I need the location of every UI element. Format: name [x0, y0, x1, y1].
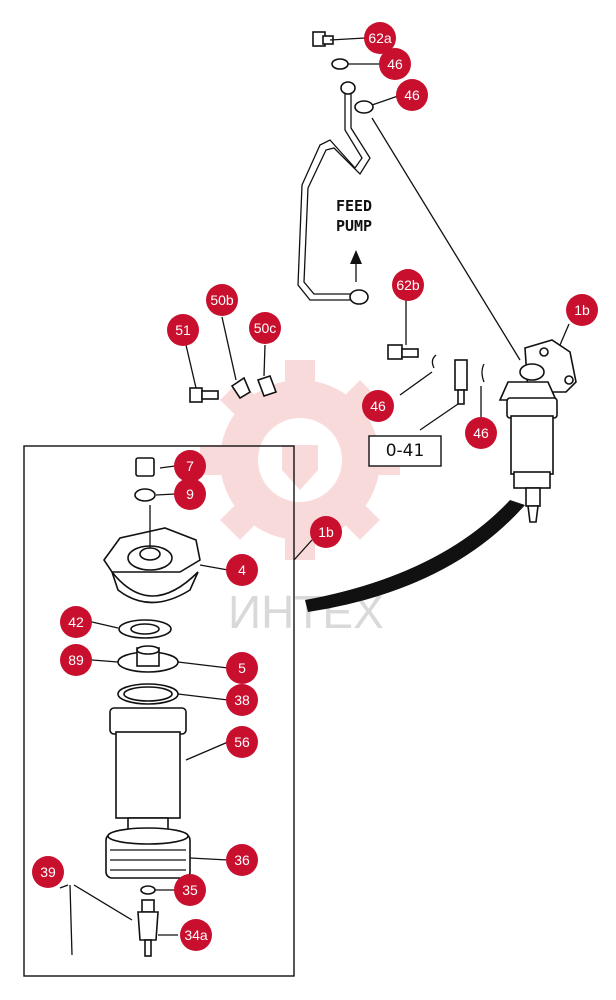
svg-text:5: 5 [238, 660, 246, 676]
bolt-51 [185, 344, 219, 403]
bowl-56 [109, 707, 187, 833]
washer-46-top [331, 58, 349, 70]
bolt-62b [387, 300, 419, 360]
feed-pump-label-line1: FEED [336, 197, 372, 215]
fuel-feed-pipe [297, 81, 371, 305]
reference-box-label: 0-41 [386, 441, 425, 461]
callout-89: 89 [60, 644, 92, 676]
feed-pump-arrow-icon [350, 250, 362, 282]
plug-7 [135, 457, 155, 477]
clamp-50b [221, 316, 252, 400]
callout-4: 4 [226, 554, 258, 586]
svg-text:50b: 50b [210, 292, 234, 308]
svg-text:42: 42 [68, 614, 84, 630]
callout-46-a: 46 [379, 48, 411, 80]
callout-leaders [59, 37, 570, 936]
callout-50c: 50c [249, 312, 281, 344]
svg-text:34a: 34a [184, 927, 208, 943]
svg-text:51: 51 [175, 322, 191, 338]
leader-line [371, 117, 521, 361]
reference-box [368, 435, 442, 467]
washer-46-mid [354, 100, 374, 114]
svg-text:7: 7 [186, 458, 194, 474]
svg-text:46: 46 [387, 56, 403, 72]
element-89 [117, 645, 179, 673]
svg-text:89: 89 [68, 652, 84, 668]
callout-50b: 50b [206, 284, 238, 316]
callout-1b-bottom: 1b [310, 516, 342, 548]
callout-62a: 62a [364, 22, 396, 54]
clamp-50c [256, 344, 278, 398]
callout-7: 7 [174, 450, 206, 482]
callout-36: 36 [226, 844, 258, 876]
clip-46-left [431, 354, 437, 369]
svg-text:39: 39 [40, 864, 56, 880]
svg-text:56: 56 [234, 734, 250, 750]
svg-text:9: 9 [186, 486, 194, 502]
seal-38 [117, 683, 179, 705]
callout-51: 51 [167, 314, 199, 346]
callout-9: 9 [174, 478, 206, 510]
callout-42: 42 [60, 606, 92, 638]
svg-text:46: 46 [404, 87, 420, 103]
svg-text:36: 36 [234, 852, 250, 868]
pipe-39 [69, 884, 133, 956]
svg-text:35: 35 [182, 882, 198, 898]
svg-text:62a: 62a [368, 30, 392, 46]
retaining-ring-36 [105, 827, 191, 879]
callout-46-d: 46 [465, 417, 497, 449]
svg-text:46: 46 [370, 398, 386, 414]
svg-text:1b: 1b [318, 524, 334, 540]
svg-text:38: 38 [234, 692, 250, 708]
exploded-view-frame [23, 445, 295, 977]
connector-fitting [454, 359, 468, 405]
callout-38: 38 [226, 684, 258, 716]
fuel-filter-assembly [498, 339, 577, 523]
callout-39: 39 [32, 856, 64, 888]
filter-head-4 [103, 505, 201, 604]
callout-56: 56 [226, 726, 258, 758]
callout-1b-top: 1b [566, 294, 598, 326]
svg-text:50c: 50c [254, 320, 277, 336]
callout-46-c: 46 [362, 390, 394, 422]
callout-62b: 62b [392, 269, 424, 301]
feed-pump-label-line2: PUMP [336, 217, 372, 235]
callout-46-b: 46 [396, 79, 428, 111]
clip-46-right [481, 363, 485, 383]
callout-5: 5 [226, 652, 258, 684]
svg-text:46: 46 [473, 425, 489, 441]
drain-plug-34a [137, 899, 159, 957]
svg-text:4: 4 [238, 562, 246, 578]
callout-35: 35 [174, 874, 206, 906]
washer-9 [134, 488, 156, 502]
svg-text:62b: 62b [396, 277, 420, 293]
sweep-arrow-band [305, 500, 525, 612]
callout-34a: 34a [180, 919, 212, 951]
oring-35 [140, 885, 156, 895]
svg-text:1b: 1b [574, 302, 590, 318]
banjo-bolt-62a [312, 31, 334, 47]
